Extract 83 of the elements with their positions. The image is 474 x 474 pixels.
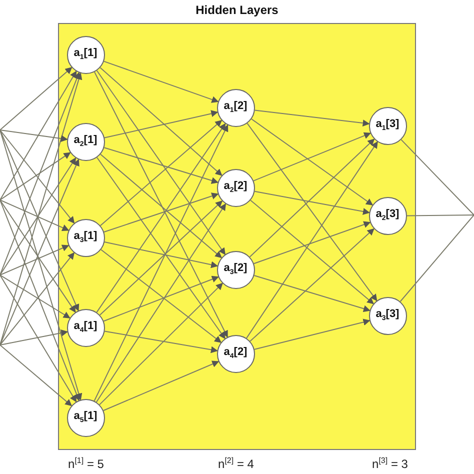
neuron-label: a$_{1}$[2]	[224, 100, 248, 115]
panel-title: Hidden Layers	[194, 3, 280, 17]
arrow	[104, 147, 218, 184]
arrow	[250, 228, 374, 342]
arrow	[246, 141, 378, 339]
neuron-label: a$_{2}$[2]	[224, 180, 248, 195]
neuron-label: a$_{1}$[3]	[376, 118, 400, 133]
arrow	[104, 330, 218, 354]
arrow	[100, 120, 222, 226]
neuron-label: a$_{4}$[1]	[74, 320, 98, 335]
neuron-circle	[66, 308, 104, 346]
arrow	[254, 318, 370, 350]
neuron-circle	[66, 122, 104, 160]
neuron-circle	[66, 398, 104, 436]
arrow	[96, 203, 226, 403]
arrow	[0, 158, 80, 346]
arrow	[0, 274, 77, 402]
arrow	[251, 118, 374, 206]
arrow	[104, 242, 218, 268]
arrow	[0, 130, 80, 312]
arrow	[104, 192, 219, 232]
arrow	[99, 200, 223, 316]
neuron-circle	[216, 168, 254, 206]
neuron-circle	[216, 250, 254, 288]
neuron-circle	[66, 36, 104, 74]
arrow	[0, 274, 70, 318]
arrow	[100, 154, 222, 258]
arrow	[100, 249, 222, 343]
neuron-circle	[368, 296, 406, 334]
arrow	[253, 132, 372, 182]
arrow	[249, 138, 375, 258]
neuron-label: a$_{3}$[2]	[224, 262, 248, 277]
neuron-label: a$_{4}$[2]	[224, 346, 248, 361]
arrow	[0, 70, 77, 200]
arrow	[100, 67, 222, 176]
arrow	[0, 130, 82, 400]
connector-line	[400, 214, 474, 302]
arrow	[0, 200, 76, 313]
arrow	[94, 124, 228, 402]
arrow	[99, 282, 223, 406]
neuron-label: a$_{3}$[3]	[376, 308, 400, 323]
arrow	[0, 200, 80, 401]
arrow	[253, 221, 371, 264]
neuron-label: a$_{2}$[3]	[376, 208, 400, 223]
neuron-circle	[66, 218, 104, 256]
arrow	[0, 344, 72, 406]
arrow	[0, 157, 76, 276]
arrow	[254, 190, 370, 215]
arrow	[0, 252, 75, 346]
arrow	[0, 67, 72, 130]
arrow	[103, 360, 220, 411]
arrow	[104, 110, 218, 138]
arrow	[246, 122, 378, 302]
arrow	[0, 130, 68, 142]
arrow	[103, 276, 219, 322]
neuron-label: a$_{1}$[1]	[74, 47, 98, 62]
arrow	[94, 72, 228, 338]
arrow	[96, 157, 226, 340]
arrow	[254, 275, 370, 312]
neuron-circle	[216, 88, 254, 126]
connector-line	[400, 139, 474, 216]
arrow	[0, 200, 70, 231]
neuron-circle	[368, 106, 406, 144]
arrow	[0, 72, 80, 276]
neuron-label: a$_{2}$[1]	[74, 134, 98, 149]
layer-size-label: n$^{[3]}$ = 3	[372, 456, 408, 471]
arrow	[96, 70, 226, 255]
neuron-circle	[368, 196, 406, 234]
neuron-label: a$_{5}$[1]	[74, 410, 98, 425]
arrow	[0, 152, 71, 200]
arrow	[0, 329, 68, 346]
arrow	[103, 60, 219, 103]
arrow	[254, 110, 370, 127]
arrow	[0, 72, 82, 346]
neuron-label: a$_{3}$[1]	[74, 230, 98, 245]
arrow	[0, 130, 75, 224]
connector-line	[406, 214, 474, 216]
neuron-circle	[216, 334, 254, 372]
arrow	[96, 123, 226, 313]
arrow	[0, 244, 70, 276]
arrow	[250, 200, 374, 304]
layer-size-label: n$^{[1]}$ = 5	[68, 456, 104, 471]
layer-size-label: n$^{[2]}$ = 4	[218, 456, 254, 471]
